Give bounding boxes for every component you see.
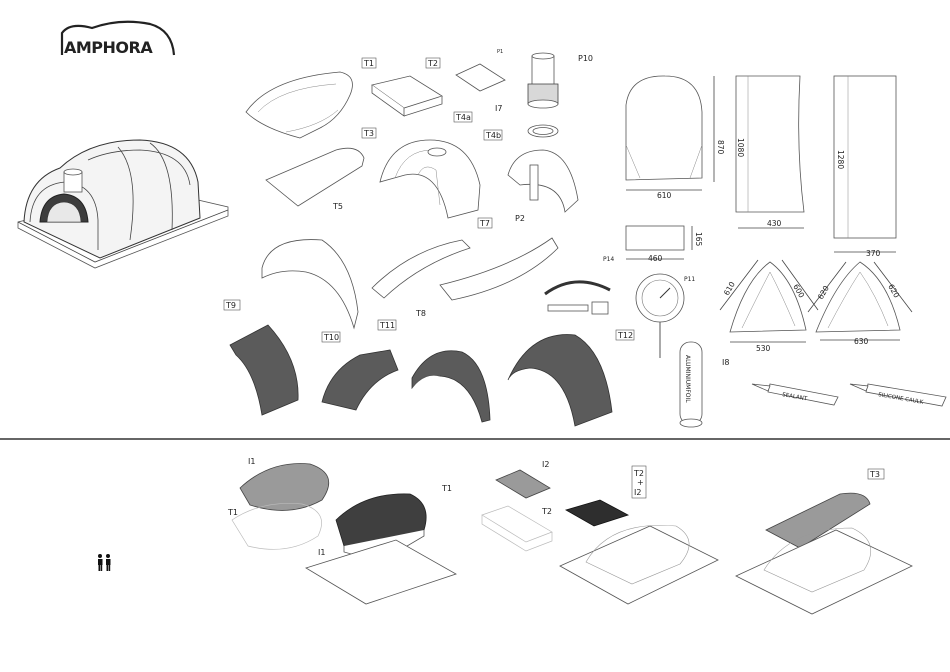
part-t9-sketch	[230, 325, 298, 415]
part-gasket-sketch	[545, 282, 610, 314]
tag-t2: T2	[427, 59, 438, 68]
dim-370: 370	[866, 249, 881, 258]
step-tags: I1 T1 T1 I1 I2 T2 T2 + I2 T3	[227, 457, 884, 557]
part-t10-sketch	[322, 350, 398, 410]
step1-tag-i1: I1	[248, 457, 255, 466]
step-2-illustration	[482, 470, 718, 604]
tag-i7: I7	[495, 104, 502, 113]
tag-t11: T11	[379, 321, 395, 330]
part-t1-sketch	[246, 72, 352, 138]
step3-tag-t3: T3	[869, 470, 880, 479]
dim-165: 165	[694, 232, 703, 247]
dim-610b: 610	[722, 280, 737, 297]
dim-1080: 1080	[736, 138, 745, 157]
part-t5-sketch	[262, 240, 358, 328]
part-p10-chimney-sketch	[528, 53, 558, 108]
part-t3-sketch	[266, 148, 364, 206]
step1-tag-t1b: T1	[441, 484, 452, 493]
triangle-panel-drawing-1	[720, 260, 818, 342]
tag-t1: T1	[363, 59, 374, 68]
part-t12-sketch	[508, 335, 612, 426]
tag-t10: T10	[323, 333, 339, 342]
tag-p10: P10	[578, 54, 593, 63]
part-p2-door-sketch	[508, 150, 578, 212]
step1-tag-i1-bottom: I1	[318, 548, 325, 557]
tag-t3: T3	[363, 129, 374, 138]
dim-610: 610	[657, 191, 672, 200]
step2-combo-2: +	[637, 478, 644, 487]
step1-tag-t1: T1	[227, 508, 238, 517]
tag-t4a: T4a	[455, 113, 471, 122]
side-panel-drawing-1080	[736, 76, 804, 228]
part-t4-arch-sketch	[380, 140, 480, 218]
step-3-illustration	[736, 493, 912, 614]
step2-tag-t2: T2	[541, 507, 552, 516]
tag-p2: P2	[515, 214, 525, 223]
two-person-lift-icon	[98, 554, 111, 571]
dim-430: 430	[767, 219, 782, 228]
amphora-logo: AMPHORA	[62, 22, 174, 57]
step-1-illustration	[232, 464, 456, 605]
part-i7-ring-sketch	[528, 125, 558, 137]
part-t11-sketch	[412, 351, 490, 422]
step2-combo-3: I2	[634, 488, 641, 497]
door-profile-drawing	[626, 76, 714, 190]
tag-t8: T8	[415, 309, 426, 318]
aluminium-foil-label: ALUMINIUMFOIL	[684, 355, 691, 403]
tag-t4b: T4b	[485, 131, 501, 140]
part-t2-sketch	[372, 76, 442, 116]
assembled-oven-illustration	[18, 140, 228, 268]
step2-combo-1: T2	[633, 469, 644, 478]
part-p1-sketch	[456, 64, 505, 91]
tag-t5: T5	[332, 202, 343, 211]
tag-p14: P14	[603, 256, 614, 263]
dim-870: 870	[716, 140, 725, 155]
dim-1280: 1280	[836, 150, 845, 169]
logo-text: AMPHORA	[64, 38, 153, 57]
tag-t9: T9	[225, 301, 236, 310]
dim-630: 630	[854, 337, 869, 346]
dim-460: 460	[648, 254, 663, 263]
dim-530: 530	[756, 344, 771, 353]
tag-i8: I8	[722, 358, 729, 367]
tag-p1: P1	[497, 49, 503, 55]
dim-620: 620	[816, 284, 831, 301]
part-p11-thermometer-sketch	[636, 274, 684, 358]
step2-tag-i2: I2	[542, 460, 549, 469]
tag-p11: P11	[684, 276, 695, 283]
tag-t7: T7	[479, 219, 490, 228]
tag-t12: T12	[617, 331, 633, 340]
